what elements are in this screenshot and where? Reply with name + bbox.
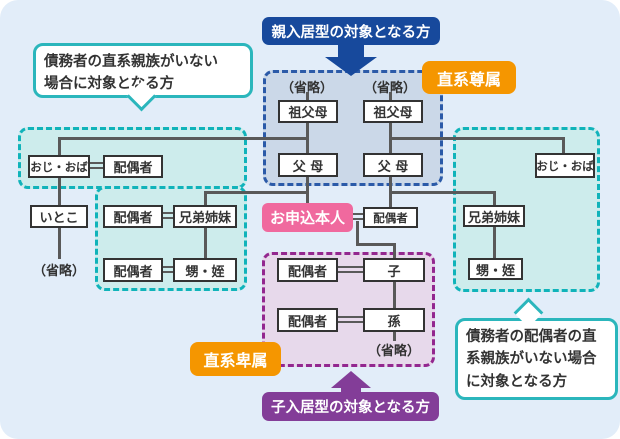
- callout-right-line1: 債務者の配偶者の直: [466, 329, 597, 345]
- marriage-line-child: [336, 266, 365, 273]
- callout-right-spouse-no-direct-relatives: 債務者の配偶者の直 系親族がいない場合 に対象となる方: [455, 318, 618, 400]
- node-cousin: いとこ: [30, 205, 88, 228]
- node-uncle-aunt-left: おじ・おば: [28, 155, 90, 178]
- node-grandparents-left: 祖父母: [278, 100, 338, 123]
- connector-applicant-ancestry-v: [306, 92, 309, 204]
- node-siblings-left: 兄弟姉妹: [173, 205, 237, 228]
- connector-sibling-right-h: [389, 191, 496, 194]
- down-arrow-icon: [325, 44, 377, 76]
- abbrev-below-grandchild: （省略）: [367, 344, 420, 359]
- abbrev-above-grandparents-right: （省略）: [363, 81, 416, 96]
- connector-uncle-right-h: [389, 137, 565, 140]
- callout-right-line2: 系親族がいない場合: [466, 351, 597, 368]
- connector-couple-child-v1: [356, 221, 359, 246]
- node-siblings-right: 兄弟姉妹: [463, 205, 525, 227]
- marriage-line-nephew-left: [161, 266, 175, 273]
- callout-right-line3: に対象となる方: [466, 373, 568, 390]
- abbrev-above-grandparents-left: （省略）: [280, 81, 333, 96]
- marriage-line-uncle-left: [88, 162, 105, 169]
- node-applicant-spouse: 配偶者: [363, 207, 418, 228]
- connector-couple-child-v2: [393, 243, 396, 259]
- connector-uncle-right-v: [562, 137, 565, 154]
- badge-direct-ascendants: 直系尊属: [422, 61, 516, 94]
- connector-sibling-left-h: [204, 191, 307, 194]
- marriage-line-sibling-left: [161, 212, 175, 219]
- connector-couple-child-h: [356, 243, 396, 246]
- marriage-line-grandchild: [336, 316, 365, 323]
- node-parents-left: 父 母: [278, 153, 338, 177]
- node-nephew-niece-left: 甥・姪: [173, 258, 237, 282]
- node-parents-right: 父 母: [363, 153, 423, 177]
- connector-grandchild-abbrev-v: [393, 331, 396, 341]
- node-spouse-of-nephew-left: 配偶者: [103, 258, 163, 282]
- banner-parent-move-in: 親入居型の対象となる方: [262, 17, 440, 45]
- node-spouse-of-sibling-left: 配偶者: [103, 205, 163, 228]
- connector-spouse-ancestry-v: [389, 92, 392, 208]
- connector-uncle-left-v: [58, 137, 61, 259]
- node-grandparents-right: 祖父母: [363, 100, 423, 123]
- abbrev-below-cousin: （省略）: [32, 264, 85, 279]
- connector-child-grandchild-v: [393, 281, 396, 309]
- node-applicant: お申込本人: [262, 203, 353, 232]
- node-spouse-of-child: 配偶者: [277, 258, 338, 282]
- node-nephew-niece-right: 甥・姪: [468, 258, 523, 280]
- node-uncle-aunt-right: おじ・おば: [535, 153, 595, 178]
- node-spouse-of-grandchild: 配偶者: [277, 308, 338, 332]
- node-spouse-of-uncle-left: 配偶者: [103, 155, 163, 178]
- node-child: 子: [363, 258, 425, 282]
- callout-left-line1: 債務者の直系親族がいない: [44, 54, 218, 70]
- node-grandchild: 孫: [363, 308, 425, 332]
- badge-direct-descendants: 直系卑属: [190, 342, 281, 376]
- up-arrow-icon: [331, 371, 371, 394]
- banner-child-move-in: 子入居型の対象となる方: [262, 392, 439, 421]
- marriage-line-applicant: [351, 213, 365, 220]
- connector-uncle-left-h: [59, 137, 307, 140]
